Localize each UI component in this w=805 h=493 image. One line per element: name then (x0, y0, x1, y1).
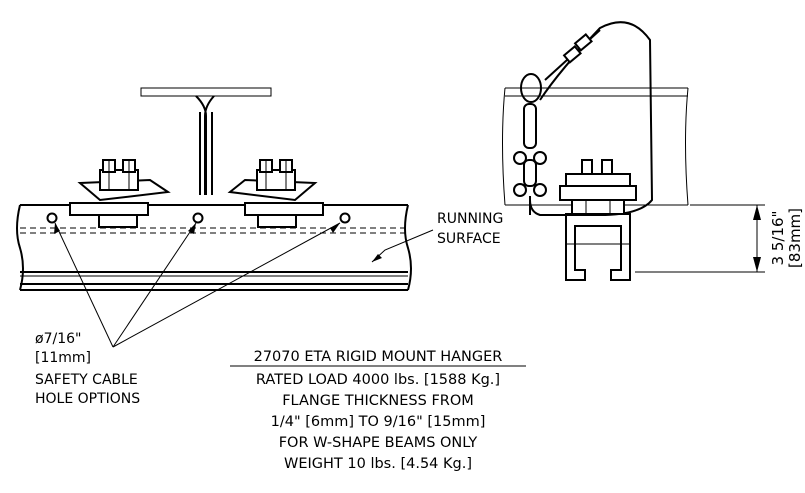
height-dimension (635, 204, 765, 273)
running-surface-leader (371, 229, 434, 263)
beam-web (195, 95, 215, 195)
side-elevation-view (16, 87, 434, 348)
dimension-imperial: 3 5/16" (769, 211, 787, 266)
track-profile (565, 213, 631, 281)
safety-cable-hole (46, 212, 58, 224)
spec-flange-range: 1/4" [6mm] TO 9/16" [15mm] (271, 414, 486, 430)
running-surface-label: SURFACE (437, 231, 501, 247)
spec-beam-type: FOR W-SHAPE BEAMS ONLY (279, 435, 478, 451)
hole-metric-label: [11mm] (35, 350, 91, 366)
cable-thimble (520, 73, 542, 103)
beam-top-flange (140, 87, 272, 97)
running-surface-label: RUNNING (437, 211, 503, 227)
spec-title: 27070 ETA RIGID MOUNT HANGER (254, 349, 503, 365)
right-clamp-assembly (227, 159, 324, 228)
spec-flange-thickness: FLANGE THICKNESS FROM (282, 393, 474, 409)
end-section-view (502, 21, 765, 281)
hole-diameter-label: ø7/16" (35, 331, 81, 347)
safety-cable-hole (192, 212, 204, 224)
hole-description: HOLE OPTIONS (35, 391, 140, 407)
hanger-assembly (559, 159, 637, 215)
hole-leaders (54, 222, 341, 348)
left-clamp-assembly (69, 159, 171, 228)
hole-description: SAFETY CABLE (35, 372, 138, 388)
chain (513, 103, 547, 215)
track-rail (16, 204, 412, 291)
spec-weight: WEIGHT 10 lbs. [4.54 Kg.] (284, 456, 472, 472)
spec-rated-load: RATED LOAD 4000 lbs. [1588 Kg.] (256, 372, 500, 388)
dimension-metric: [83mm] (786, 208, 804, 268)
safety-cable-hole (339, 212, 351, 224)
spec-block: 27070 ETA RIGID MOUNT HANGER RATED LOAD … (230, 349, 526, 472)
